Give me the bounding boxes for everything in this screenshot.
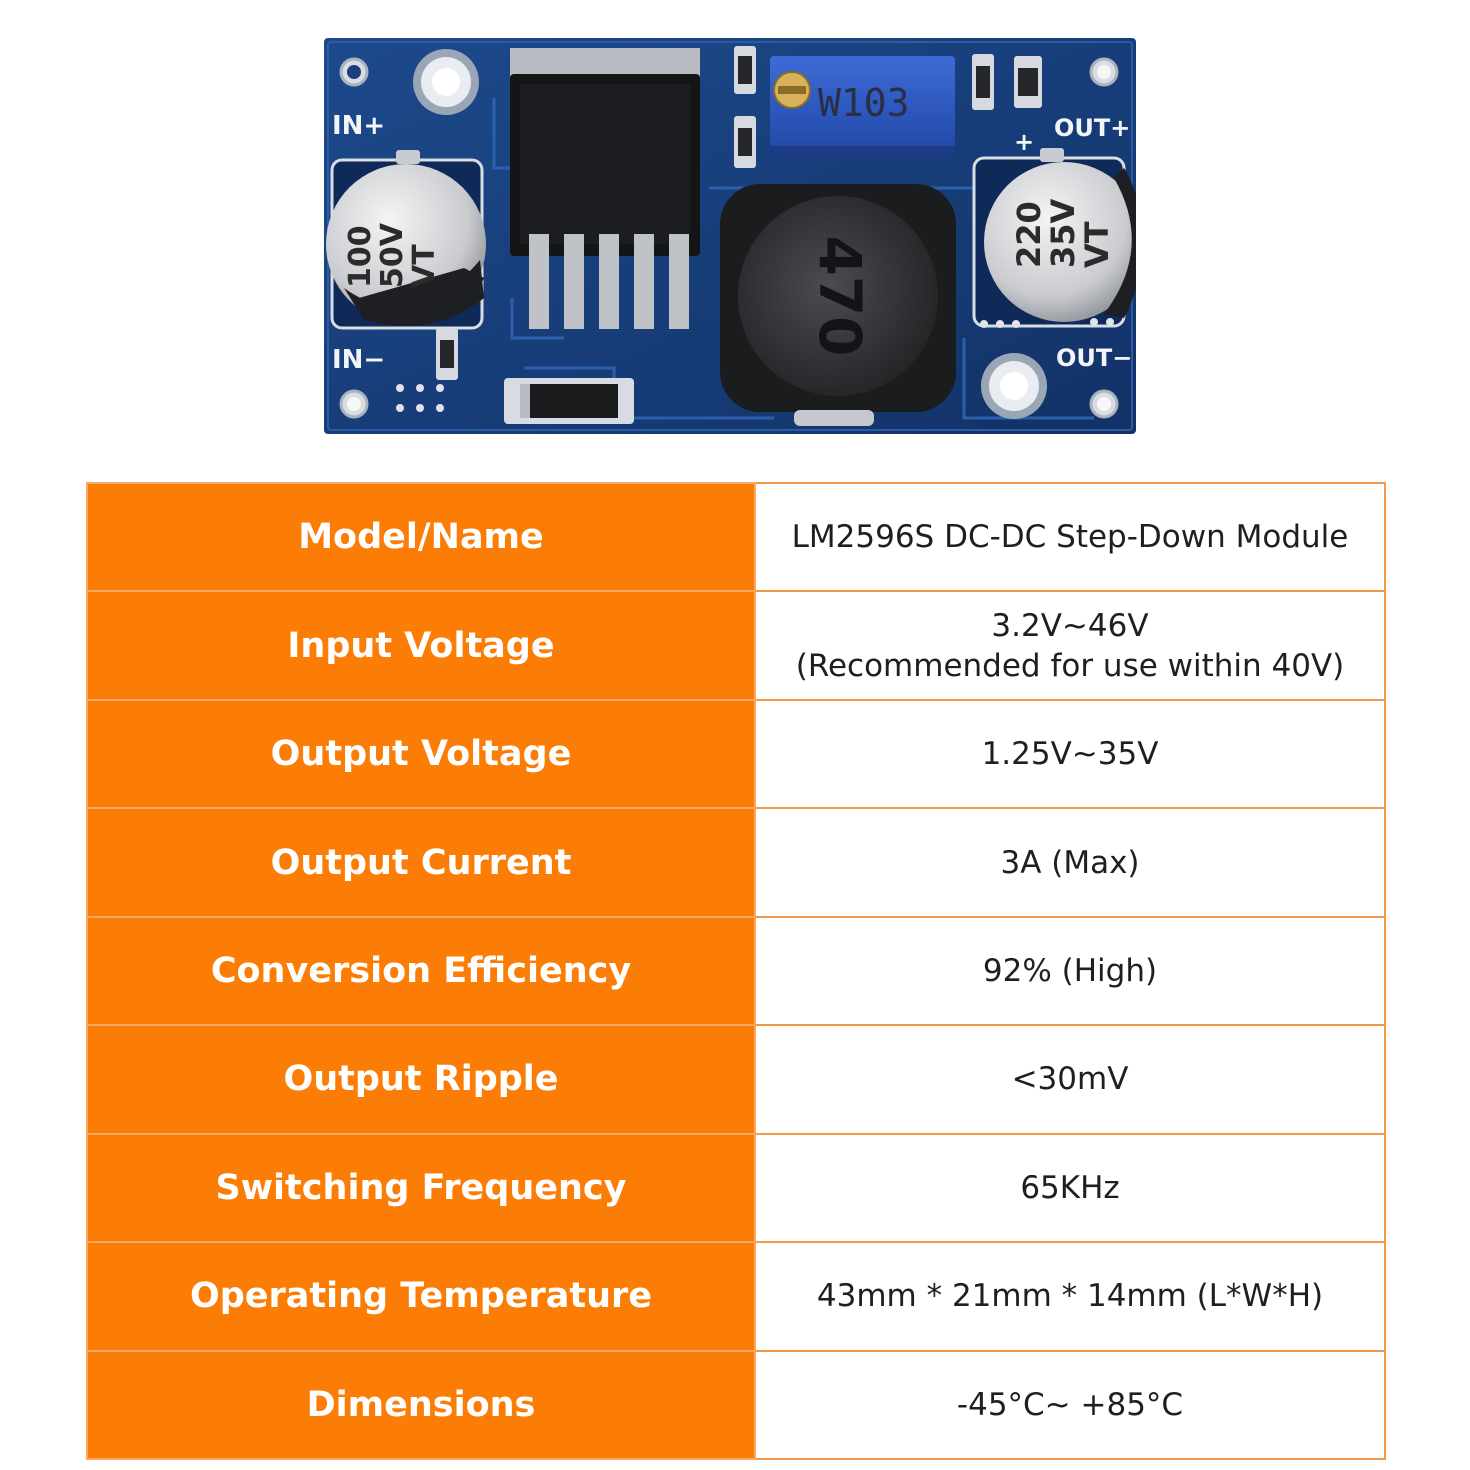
spec-value: -45°C~ +85°C xyxy=(754,1349,1386,1460)
spec-label: Output Ripple xyxy=(86,1024,756,1135)
regulator-chip xyxy=(510,48,700,329)
spec-value: 3.2V~46V (Recommended for use within 40V… xyxy=(754,590,1386,701)
spec-row: Output Current 3A (Max) xyxy=(86,807,1386,918)
spec-row: Input Voltage 3.2V~46V (Recommended for … xyxy=(86,590,1386,701)
label-in-minus: IN− xyxy=(332,345,385,375)
label-in-plus: IN+ xyxy=(332,111,385,141)
spec-label: Output Current xyxy=(86,807,756,918)
spec-table: Model/Name LM2596S DC-DC Step-Down Modul… xyxy=(86,481,1386,1460)
inductor-marking: 470 xyxy=(806,235,874,356)
output-capacitor: 220 35V VT xyxy=(972,148,1136,328)
spec-label: Model/Name xyxy=(86,481,756,593)
spec-value: 92% (High) xyxy=(754,915,1386,1027)
label-out-plus: OUT+ xyxy=(1054,114,1130,142)
spec-label: Input Voltage xyxy=(86,590,756,701)
svg-text:100: 100 xyxy=(343,225,378,288)
svg-text:220: 220 xyxy=(1010,201,1048,268)
input-capacitor: 100 50V VT xyxy=(326,150,486,330)
label-plus-mark: + xyxy=(1014,128,1034,156)
spec-value: <30mV xyxy=(754,1024,1386,1135)
spec-label: Output Voltage xyxy=(86,698,756,810)
spec-value: 43mm * 21mm * 14mm (L*W*H) xyxy=(754,1241,1386,1352)
spec-label: Switching Frequency xyxy=(86,1132,756,1244)
label-out-minus: OUT− xyxy=(1056,344,1132,372)
spec-row: Dimensions -45°C~ +85°C xyxy=(86,1349,1386,1460)
potentiometer: W103 xyxy=(770,56,955,158)
spec-label: Dimensions xyxy=(86,1349,756,1460)
spec-value: 3A (Max) xyxy=(754,807,1386,918)
spec-value: 65KHz xyxy=(754,1132,1386,1244)
spec-row: Output Voltage 1.25V~35V xyxy=(86,698,1386,810)
spec-row: Model/Name LM2596S DC-DC Step-Down Modul… xyxy=(86,481,1386,593)
diode xyxy=(504,378,634,424)
spec-row: Conversion Efficiency 92% (High) xyxy=(86,915,1386,1027)
spec-row: Switching Frequency 65KHz xyxy=(86,1132,1386,1244)
svg-text:VT: VT xyxy=(407,244,442,288)
pcb-board: IN+ IN− OUT+ OUT− + 100 50V VT xyxy=(324,38,1136,434)
svg-text:VT: VT xyxy=(1078,221,1116,268)
spec-label: Conversion Efficiency xyxy=(86,915,756,1027)
spec-label: Operating Temperature xyxy=(86,1241,756,1352)
spec-row: Output Ripple <30mV xyxy=(86,1024,1386,1135)
inductor: 470 xyxy=(720,184,956,426)
product-image: IN+ IN− OUT+ OUT− + 100 50V VT xyxy=(324,38,1136,434)
svg-text:50V: 50V xyxy=(375,222,410,288)
svg-text:35V: 35V xyxy=(1044,198,1082,268)
mounting-holes xyxy=(339,57,1119,419)
pot-marking: W103 xyxy=(818,81,910,125)
spec-value: LM2596S DC-DC Step-Down Module xyxy=(754,481,1386,593)
spec-row: Operating Temperature 43mm * 21mm * 14mm… xyxy=(86,1241,1386,1352)
spec-value: 1.25V~35V xyxy=(754,698,1386,810)
